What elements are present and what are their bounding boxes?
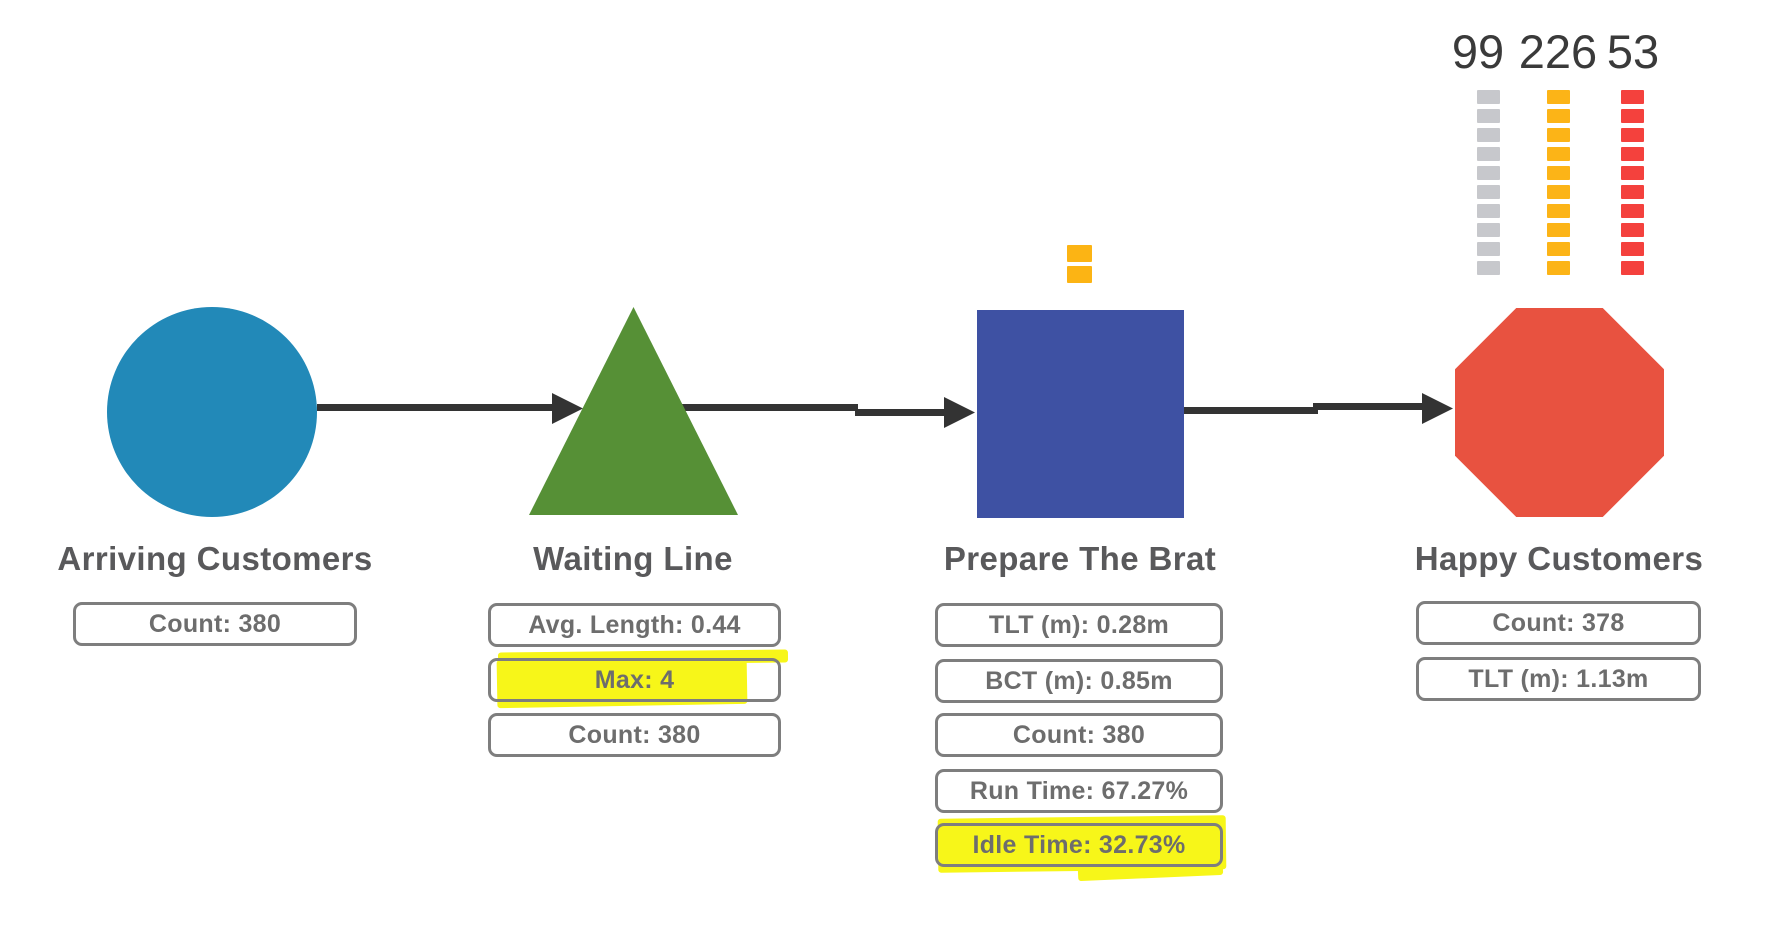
stat-box-count: Count: 380	[73, 602, 357, 646]
token-block	[1621, 90, 1644, 104]
token-block	[1621, 242, 1644, 256]
token-block	[1547, 90, 1570, 104]
token-block	[1621, 166, 1644, 180]
node-label-prepare-the-brat: Prepare The Brat	[943, 540, 1217, 577]
stat-box-idle-time: Idle Time: 32.73%	[935, 823, 1223, 867]
token-block	[1621, 204, 1644, 218]
connector-line	[1184, 407, 1318, 414]
node-label-arriving-customers: Arriving Customers	[57, 540, 373, 577]
exit-count-gray: 99	[1451, 25, 1505, 78]
prepare-the-brat-node[interactable]	[977, 310, 1184, 518]
token-block	[1477, 90, 1500, 104]
token-block	[1477, 204, 1500, 218]
machine-buffer-tokens	[1067, 245, 1092, 283]
stat-box-avg-length: Avg. Length: 0.44	[488, 603, 781, 647]
stat-box-bct: BCT (m): 0.85m	[935, 659, 1223, 703]
token-column-red	[1621, 90, 1644, 275]
token-block	[1621, 109, 1644, 123]
stat-box-count: Count: 380	[488, 713, 781, 757]
arriving-customers-node[interactable]	[107, 307, 317, 517]
token-block	[1547, 147, 1570, 161]
token-block	[1547, 242, 1570, 256]
stat-box-count: Count: 378	[1416, 601, 1701, 645]
stat-box-run-time: Run Time: 67.27%	[935, 769, 1223, 813]
connector-line	[855, 409, 951, 416]
token-block	[1547, 166, 1570, 180]
token-block	[1477, 261, 1500, 275]
stat-box-max: Max: 4	[488, 658, 781, 702]
connector-line	[317, 404, 557, 411]
token-block	[1547, 204, 1570, 218]
token-block	[1621, 223, 1644, 237]
stat-box-tlt: TLT (m): 1.13m	[1416, 657, 1701, 701]
token-block	[1547, 261, 1570, 275]
token-block	[1477, 109, 1500, 123]
connector-line	[682, 404, 858, 411]
arrowhead-icon	[1422, 393, 1453, 424]
stat-box-tlt: TLT (m): 0.28m	[935, 603, 1223, 647]
token-column-gray	[1477, 90, 1500, 275]
exit-count-orange: 226	[1518, 25, 1598, 78]
token-block	[1067, 266, 1092, 283]
token-block	[1477, 166, 1500, 180]
token-column-orange	[1547, 90, 1570, 275]
token-block	[1621, 261, 1644, 275]
token-block	[1621, 185, 1644, 199]
node-label-happy-customers: Happy Customers	[1414, 540, 1704, 577]
token-block	[1477, 242, 1500, 256]
token-block	[1621, 147, 1644, 161]
token-block	[1477, 147, 1500, 161]
token-block	[1477, 185, 1500, 199]
token-block	[1477, 223, 1500, 237]
exit-count-red: 53	[1606, 25, 1660, 78]
token-block	[1547, 128, 1570, 142]
happy-customers-node[interactable]	[1455, 308, 1664, 517]
token-block	[1621, 128, 1644, 142]
token-block	[1067, 245, 1092, 262]
token-block	[1547, 109, 1570, 123]
token-block	[1477, 128, 1500, 142]
stat-box-count: Count: 380	[935, 713, 1223, 757]
arrowhead-icon	[944, 397, 975, 428]
connector-line	[1313, 403, 1425, 410]
token-block	[1547, 185, 1570, 199]
token-block	[1547, 223, 1570, 237]
node-label-waiting-line: Waiting Line	[533, 540, 733, 577]
